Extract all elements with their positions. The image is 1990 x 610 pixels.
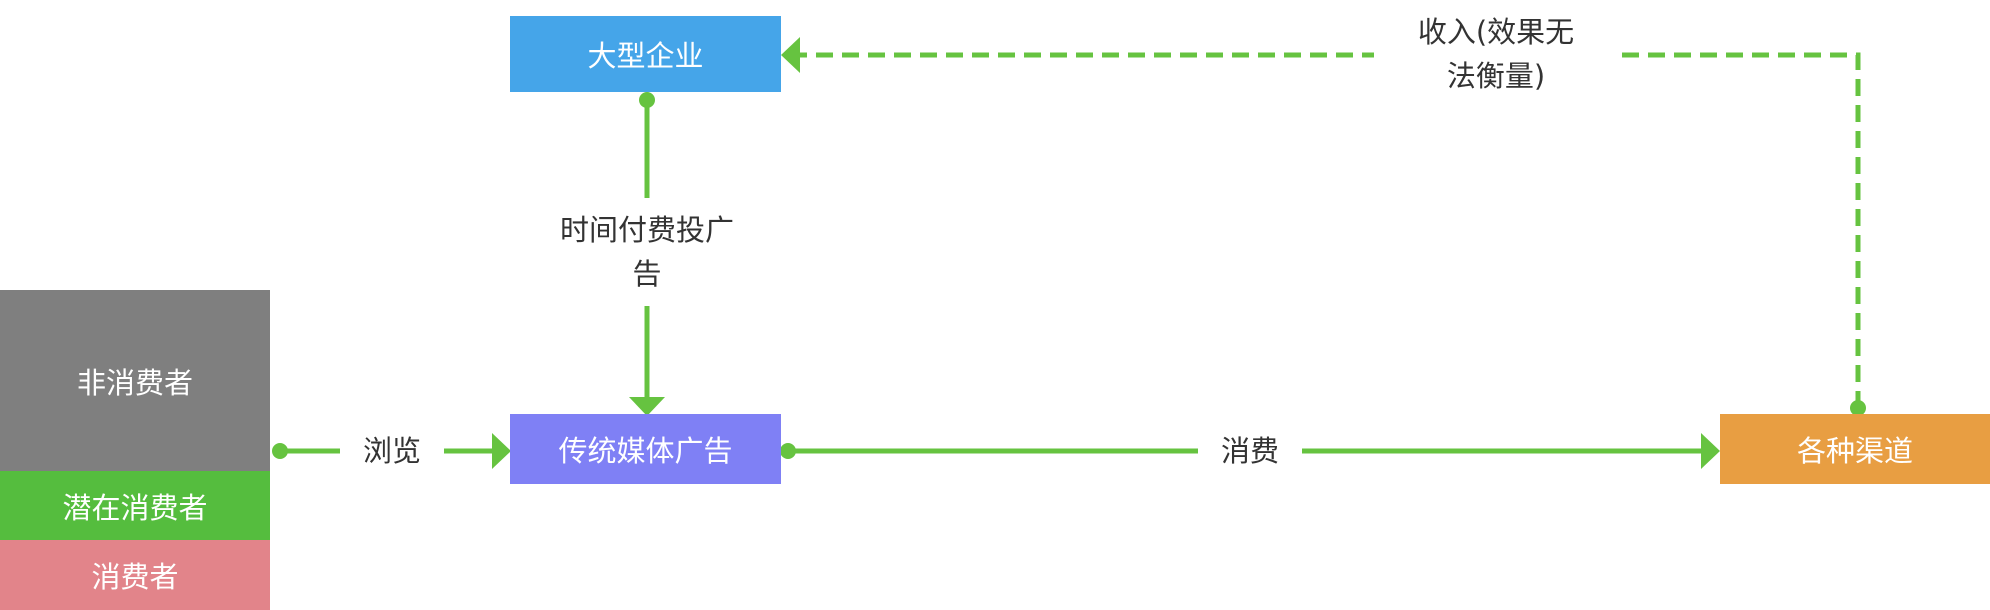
node-channels[interactable]: 各种渠道 [1720,414,1990,484]
edge-label-browse: 浏览 [340,428,444,474]
edge-consumers-to-media-start-dot [272,443,288,459]
node-non-consumer[interactable]: 非消费者 [0,290,270,471]
edge-label-time-paid-ads-line2: 告 [632,257,662,291]
edge-channels-to-enterprise-start-dot [1850,400,1866,416]
edge-enterprise-to-media-start-dot [639,92,655,108]
edge-media-to-channels-start-dot [780,443,796,459]
edge-label-time-paid-ads: 时间付费投广 告 [538,198,756,306]
node-consumer[interactable]: 消费者 [0,540,270,610]
edge-label-revenue-line2: 法衡量) [1446,59,1546,93]
edge-channels-to-enterprise-arrowhead [781,37,800,73]
edge-label-revenue: 收入(效果无 法衡量) [1374,10,1618,98]
node-potential-consumer[interactable]: 潜在消费者 [0,471,270,540]
edge-channels-to-enterprise [800,52,1861,408]
edge-label-consume: 消费 [1198,428,1302,474]
node-enterprise[interactable]: 大型企业 [510,16,781,92]
edge-consumers-to-media-arrowhead [492,433,511,469]
edge-label-revenue-line1: 收入(效果无 [1417,15,1575,49]
edge-media-to-channels-arrowhead [1701,433,1720,469]
edge-label-time-paid-ads-line1: 时间付费投广 [559,213,734,247]
edge-enterprise-to-media-arrowhead [629,397,665,416]
node-traditional-media[interactable]: 传统媒体广告 [510,414,781,484]
